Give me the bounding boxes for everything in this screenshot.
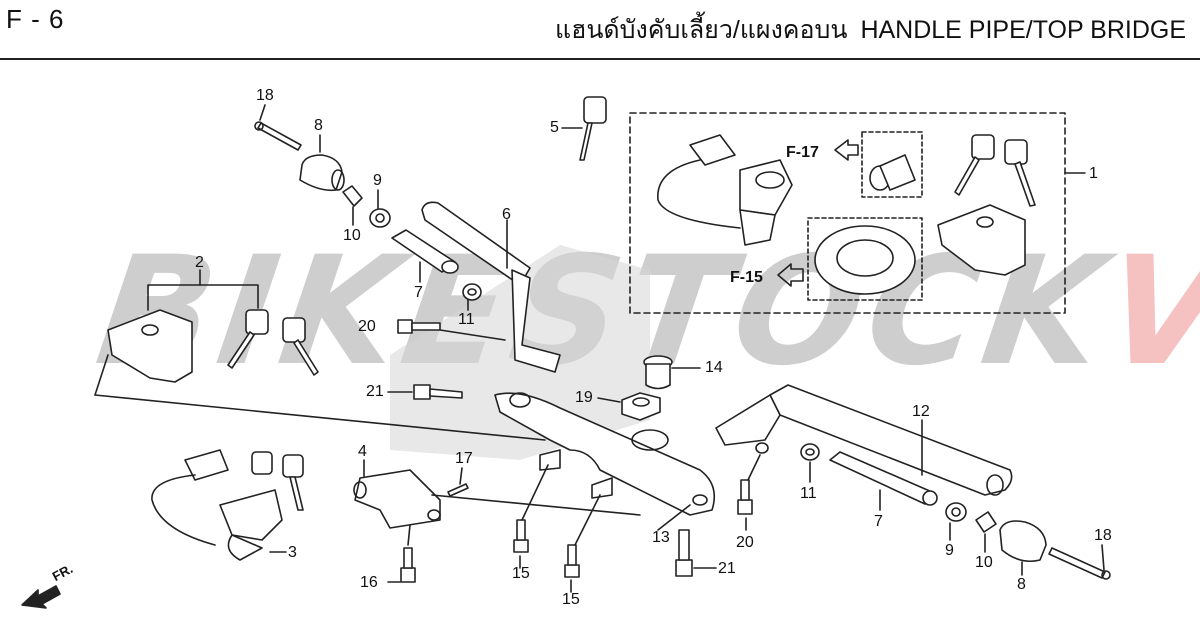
part-label-21-bottom: 21: [718, 560, 736, 577]
bolt-20-top: [397, 319, 441, 334]
part-label-20-bottom: 20: [736, 534, 754, 551]
bracket-4: [353, 469, 441, 529]
top-bridge-13: [494, 392, 716, 516]
bolt-18-top: [254, 121, 302, 151]
clip-10-top: [342, 185, 363, 207]
handle-pipe-12: [715, 384, 1013, 496]
rod-7-top: [391, 229, 459, 274]
leader-18-top: [259, 104, 266, 121]
leader-4-bridge: [431, 494, 641, 516]
part-label-11-top: 11: [458, 311, 475, 328]
bolt-18-bottom: [1048, 547, 1111, 580]
cylinder-dashed-box: [861, 131, 923, 198]
leader-19: [597, 397, 621, 403]
bolt-15-left: [513, 519, 529, 553]
kit-lock-cover: [937, 204, 1026, 276]
kit-fuel-cap: [814, 225, 916, 295]
part-label-18-top: 18: [256, 87, 274, 104]
part-label-3: 3: [288, 544, 297, 561]
keys-3: [251, 451, 304, 511]
part-label-9-top: 9: [373, 172, 382, 189]
part-label-21-top: 21: [366, 383, 384, 400]
fuel-cap-dashed-box: [807, 217, 923, 301]
part-label-16: 16: [360, 574, 378, 591]
ref-f17[interactable]: F-17: [786, 144, 819, 161]
leader-20-bottom-up: [747, 454, 761, 481]
part-label-15-right: 15: [562, 591, 580, 608]
part-label-17: 17: [455, 450, 473, 467]
screw-17: [447, 483, 469, 497]
part-label-8-bottom: 8: [1017, 576, 1026, 593]
weight-8-top: [299, 154, 345, 192]
collar-9-bottom: [945, 502, 967, 522]
part-label-18-bottom: 18: [1094, 527, 1112, 544]
clip-10-bottom: [975, 511, 997, 533]
part-label-2: 2: [195, 254, 204, 271]
part-label-12: 12: [912, 403, 930, 420]
ref-f15[interactable]: F-15: [730, 269, 763, 286]
ignition-switch-3: [151, 449, 283, 561]
part-label-7-top: 7: [414, 284, 423, 301]
bolt-20-bottom: [737, 479, 753, 515]
part-label-19: 19: [575, 389, 593, 406]
header-rule: [0, 58, 1200, 60]
leader-2-bridge: [94, 394, 546, 441]
kit-dashed-box: [629, 112, 1066, 314]
bolt-21-top: [413, 384, 463, 400]
part-label-4: 4: [358, 443, 367, 460]
nut-11-top: [462, 283, 482, 301]
leader-2-side: [94, 354, 109, 396]
lock-cover-2: [107, 309, 193, 383]
leader-15-left-up: [521, 464, 549, 521]
kit-ignition: [657, 134, 793, 246]
rod-7-bottom: [829, 451, 938, 506]
kit-keys: [954, 134, 1036, 207]
bolt-16: [400, 547, 416, 583]
keys-2: [227, 309, 319, 376]
leader-18-bottom: [1101, 544, 1105, 571]
collar-9-top: [369, 208, 391, 228]
page-code: F - 6: [6, 4, 65, 34]
nut-11-bottom: [800, 443, 820, 461]
nut-19: [621, 392, 661, 421]
part-label-10-bottom: 10: [975, 554, 993, 571]
f17-arrow: [834, 139, 859, 161]
bolt-15-right: [564, 544, 580, 578]
part-label-7-bottom: 7: [874, 513, 883, 530]
leader-16-up: [407, 524, 411, 546]
f15-arrow: [777, 263, 804, 287]
title-english: HANDLE PIPE/TOP BRIDGE: [860, 16, 1186, 44]
part-label-5: 5: [550, 119, 559, 136]
weight-8-bottom: [999, 520, 1047, 563]
part-label-15-left: 15: [512, 565, 530, 582]
kit-cylinder: [869, 154, 916, 191]
part-label-8-top: 8: [314, 117, 323, 134]
part-label-6: 6: [502, 206, 511, 223]
part-label-14: 14: [705, 359, 723, 376]
leader-17: [459, 467, 463, 485]
fr-arrow-icon: [21, 585, 61, 609]
part-label-9-bottom: 9: [945, 542, 954, 559]
bolt-21-bottom: [675, 529, 693, 577]
leader-13: [657, 504, 691, 531]
leader-2: [147, 284, 259, 311]
cap-14: [643, 355, 673, 390]
part-label-20-top: 20: [358, 318, 376, 335]
part-label-11-bottom: 11: [800, 485, 817, 502]
part-label-1: 1: [1089, 165, 1098, 182]
leader-15-right-up: [574, 494, 601, 546]
title-thai: แฮนด์บังคับเลี้ยว/แผงคอบน: [554, 16, 848, 44]
page-title: แฮนด์บังคับเลี้ยว/แผงคอบน HANDLE PIPE/TO…: [549, 10, 1186, 50]
handle-pipe-6: [421, 201, 561, 373]
part-label-13: 13: [652, 529, 670, 546]
part-label-10-top: 10: [343, 227, 361, 244]
key-5: [579, 96, 607, 161]
leader-20-top: [439, 329, 506, 341]
